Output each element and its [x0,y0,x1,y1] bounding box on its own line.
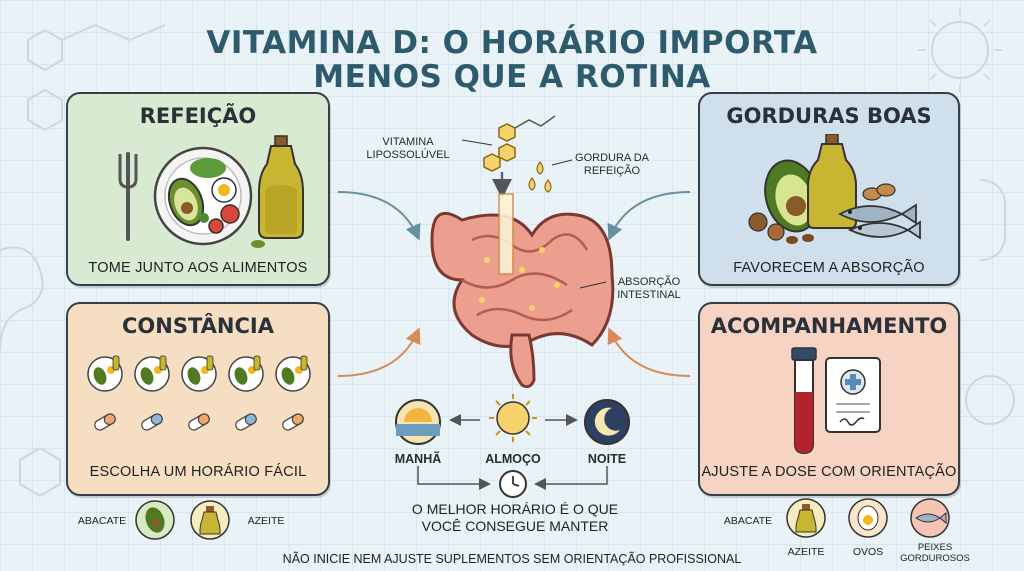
intestine-icon [430,193,615,389]
card-refeicao: REFEIÇÃO TOME JUNTO AOS ALIMENTOS [66,92,330,286]
oil-bottle-icon [190,500,230,540]
blood-tube-icon [791,347,817,455]
sun-icon [489,394,537,442]
food-label-azeite-right: AZEITE [787,546,825,558]
time-noite: NOITE [587,452,627,466]
food-label-ovos: OVOS [852,546,884,558]
nuts-icon [748,183,896,244]
card-refeicao-caption: TOME JUNTO AOS ALIMENTOS [88,260,308,276]
medical-illustration [791,347,881,455]
card-refeicao-title: REFEIÇÃO [139,104,257,128]
oil-bottle-icon [807,134,857,229]
label-vitamina-lipossoluvel: VITAMINA LIPOSSOLÚVEL [366,136,450,161]
fat-droplet-icons [528,160,552,193]
arrow-gorduras [607,191,691,241]
card-acompanhamento-title: ACOMPANHAMENTO [710,314,948,338]
meal-illustration [118,135,304,248]
fork-icon [118,152,138,241]
medical-report-icon [825,357,881,433]
card-gorduras-boas: GORDURAS BOAS FAVORECEM A ABSORÇÃO [698,92,960,286]
time-almoco: ALMOÇO [485,452,541,466]
mini-plate-icon [275,355,311,392]
moon-icon [584,399,630,445]
clock-icon [499,470,527,498]
card-acompanhamento: ACOMPANHAMENTO AJUSTE A DOSE COM ORIENTA… [698,302,960,496]
page-title-line-2: MENOS QUE A ROTINA [313,59,711,95]
vitamin-molecule-icon [483,123,516,172]
card-constancia-caption: ESCOLHA UM HORÁRIO FÁCIL [89,464,307,480]
fish-icon [838,203,921,240]
oil-bottle-icon [251,135,304,248]
arrow-constancia [337,327,421,377]
food-label-abacate-left: ABACATE [77,515,127,527]
fish-icon [910,498,950,538]
food-label-azeite-left: AZEITE [247,515,285,527]
routine-illustration [87,355,311,431]
mini-plate-icon [181,355,217,392]
food-label-abacate-right: ABACATE [723,515,773,527]
good-fats-illustration [748,134,921,244]
card-gorduras-caption: FAVORECEM A ABSORÇÃO [733,260,925,276]
best-time-message: O MELHOR HORÁRIO É O QUE VOCÊ CONSEGUE M… [411,501,619,534]
avocado-icon [135,500,175,540]
mini-plate-icon [87,355,123,392]
capsule-icon [235,413,257,431]
left-foods [135,500,230,540]
card-constancia-title: CONSTÂNCIA [122,314,274,338]
page-title-line-1: VITAMINA D: O HORÁRIO IMPORTA [206,25,818,61]
time-manha: MANHÃ [394,452,442,466]
label-gordura-refeicao: GORDURA DA REFEIÇÃO [575,152,649,177]
arrow-acompanhamento [607,327,691,377]
capsule-icon [188,413,210,431]
capsule-icon [282,413,304,431]
professional-guidance-warning: NÃO INICIE NEM AJUSTE SUPLEMENTOS SEM OR… [282,552,742,566]
mini-plate-icon [134,355,170,392]
capsule-icon [94,413,116,431]
mini-plate-icon [228,355,264,392]
label-absorcao-intestinal: ABSORÇÃO INTESTINAL [617,276,681,301]
times-of-day-diagram [395,394,630,498]
intestine-illustration [430,115,615,389]
right-foods [786,498,950,538]
card-constancia: CONSTÂNCIA ESCOLHA UM HORÁRIO FÁCIL [66,302,330,496]
oil-bottle-icon [786,498,826,538]
card-acompanhamento-caption: AJUSTE A DOSE COM ORIENTAÇÃO [701,464,957,480]
plate-icon [153,146,253,246]
sunrise-icon [395,399,441,445]
egg-icon [848,498,888,538]
arrow-refeicao [337,191,421,241]
food-label-peixes-gordurosos: PEIXES GORDUROSOS [900,542,970,564]
card-gorduras-title: GORDURAS BOAS [726,104,932,128]
capsule-icon [141,413,163,431]
